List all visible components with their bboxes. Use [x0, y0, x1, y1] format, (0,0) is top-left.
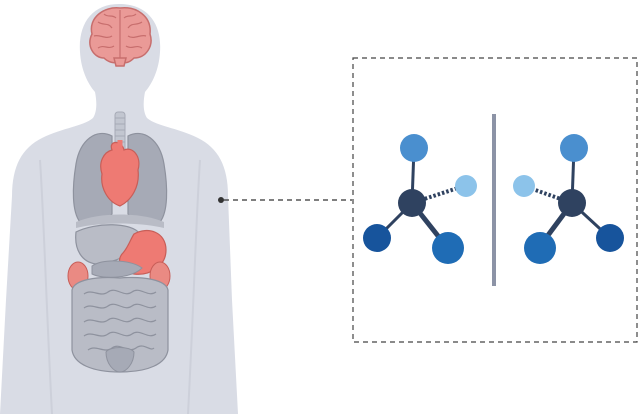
pancreas	[91, 260, 143, 278]
atom-center	[398, 189, 426, 217]
human-body-icon	[0, 4, 238, 414]
chiral-molecule-icon	[363, 134, 477, 264]
brain-icon	[89, 7, 152, 67]
leader-dot	[218, 197, 224, 203]
body-silhouette	[0, 4, 238, 414]
diaphragm	[76, 214, 164, 228]
intestine-icon	[71, 276, 169, 373]
heart-icon	[100, 140, 140, 207]
atom-lower-left	[524, 232, 556, 264]
atom-back	[455, 175, 477, 197]
leader-line	[218, 197, 352, 203]
atom-back	[513, 175, 535, 197]
atom-lower-right	[432, 232, 464, 264]
atom-lower-right	[596, 224, 624, 252]
mirror-image-molecule-icon	[513, 134, 624, 264]
atom-lower-left	[363, 224, 391, 252]
atom-center	[558, 189, 586, 217]
atom-top	[400, 134, 428, 162]
atom-top	[560, 134, 588, 162]
molecule-panel	[352, 57, 638, 343]
